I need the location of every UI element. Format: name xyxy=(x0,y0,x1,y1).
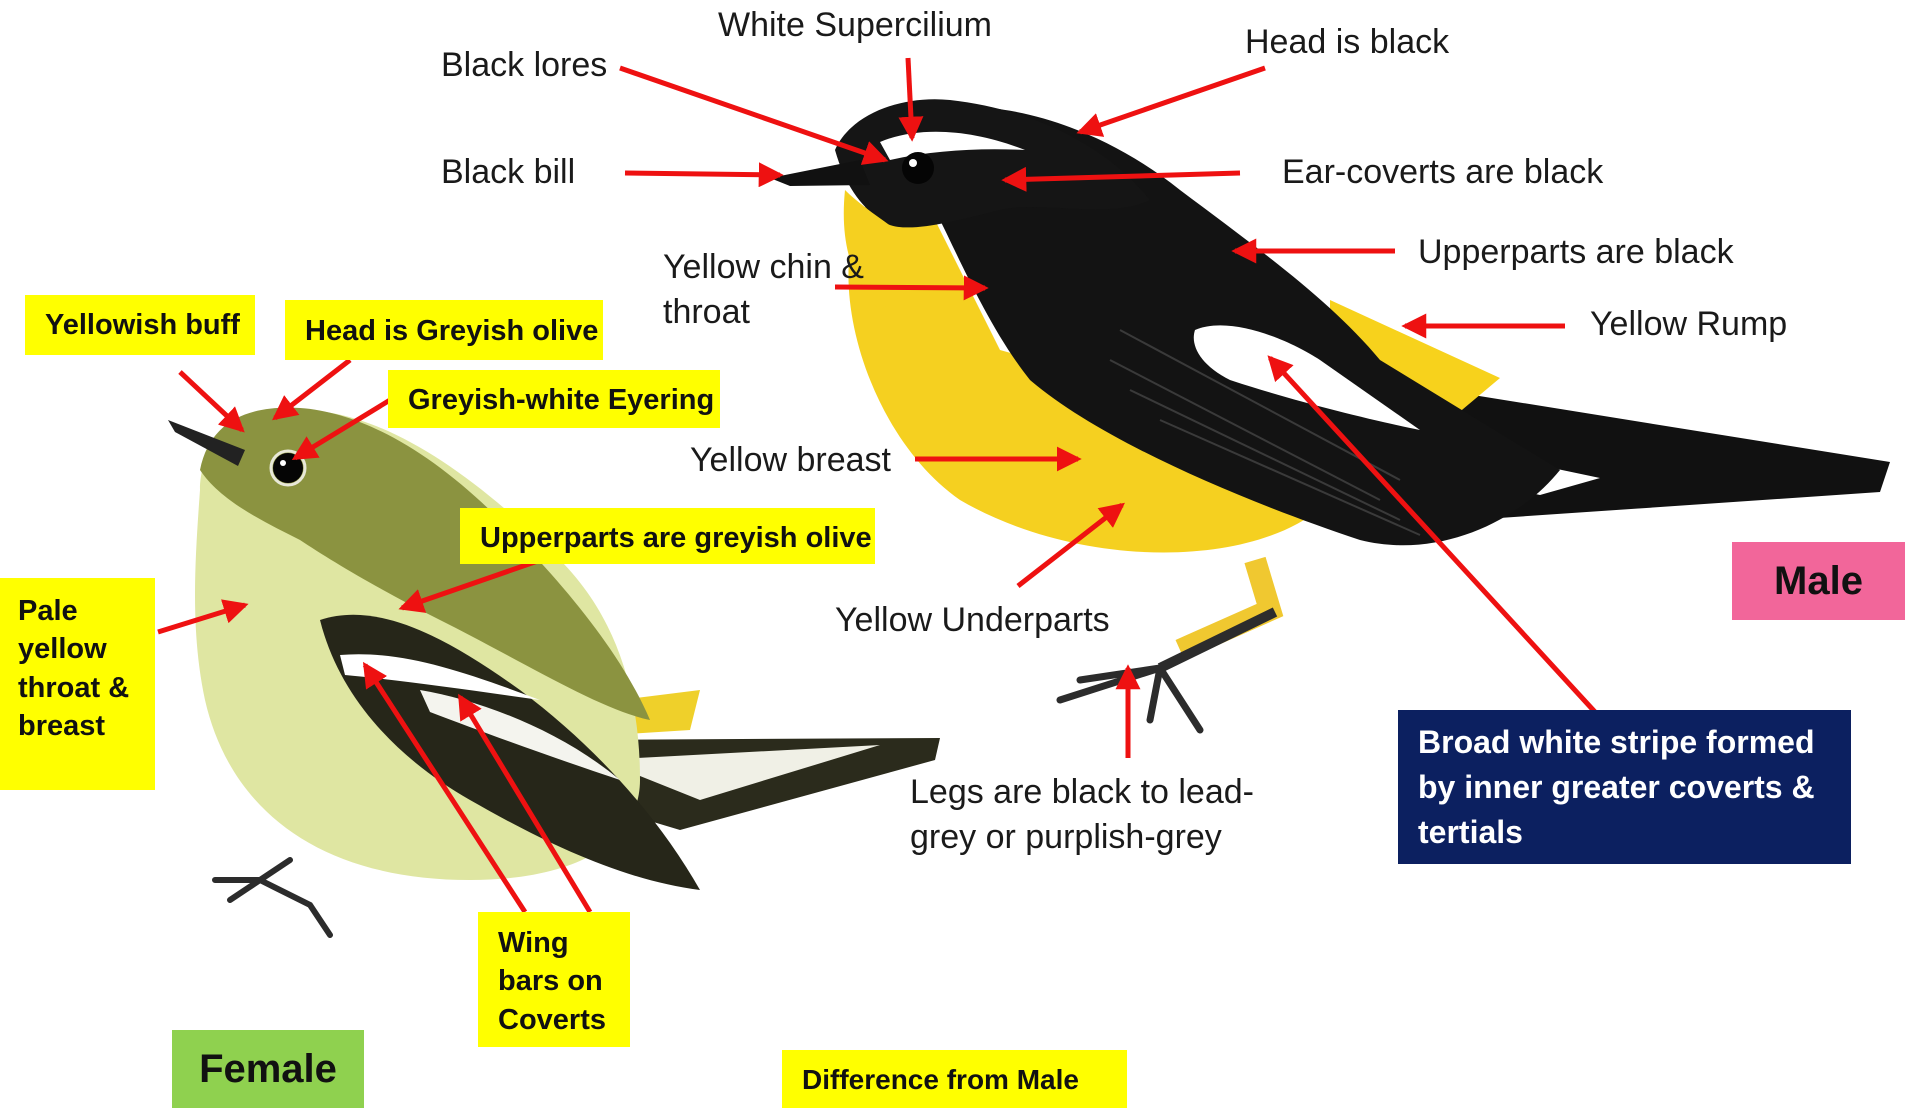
label-upperparts-black: Upperparts are black xyxy=(1418,230,1734,275)
box-pale-throat-line3: throat & xyxy=(18,669,137,707)
label-yellow-underparts: Yellow Underparts xyxy=(835,598,1110,643)
box-upperparts-olive: Upperparts are greyish olive xyxy=(460,508,875,564)
label-yellow-breast: Yellow breast xyxy=(690,438,891,483)
box-wing-bars-line1: Wing xyxy=(498,924,610,962)
box-wing-bars-line2: bars on xyxy=(498,962,610,1000)
note-white-stripe-line3: tertials xyxy=(1418,810,1831,855)
label-yellow-chin-line1: Yellow chin & xyxy=(663,245,864,290)
female-tag: Female xyxy=(172,1030,364,1108)
label-ear-coverts: Ear-coverts are black xyxy=(1282,150,1603,195)
arrow-yellowish-buff xyxy=(180,372,242,430)
label-head-black: Head is black xyxy=(1245,20,1449,65)
box-yellowish-buff: Yellowish buff xyxy=(25,295,255,355)
box-pale-throat-line4: breast xyxy=(18,707,137,745)
label-black-lores: Black lores xyxy=(441,43,607,88)
box-wing-bars-line3: Coverts xyxy=(498,1001,610,1039)
box-eyering: Greyish-white Eyering xyxy=(388,370,720,428)
label-legs-line2: grey or purplish-grey xyxy=(910,815,1222,860)
label-white-supercilium: White Supercilium xyxy=(718,3,992,48)
box-head-greyish-olive: Head is Greyish olive xyxy=(285,300,603,360)
arrow-head-black xyxy=(1080,68,1265,132)
arrow-black-lores xyxy=(620,68,885,160)
box-wing-bars: Wing bars on Coverts xyxy=(478,912,630,1047)
male-tag: Male xyxy=(1732,542,1905,620)
box-pale-throat-line2: yellow xyxy=(18,630,137,668)
note-white-stripe-line1: Broad white stripe formed xyxy=(1418,720,1831,765)
box-pale-throat: Pale yellow throat & breast xyxy=(0,578,155,790)
box-pale-throat-line1: Pale xyxy=(18,592,137,630)
arrow-head-olive xyxy=(275,360,350,418)
note-white-stripe-line2: by inner greater coverts & xyxy=(1418,765,1831,810)
label-yellow-rump: Yellow Rump xyxy=(1590,302,1787,347)
note-white-stripe: Broad white stripe formed by inner great… xyxy=(1398,710,1851,864)
legend-difference-from-male: Difference from Male xyxy=(782,1050,1127,1108)
label-legs-line1: Legs are black to lead- xyxy=(910,770,1254,815)
label-yellow-chin-line2: throat xyxy=(663,290,750,335)
label-black-bill: Black bill xyxy=(441,150,575,195)
arrow-black-bill xyxy=(625,173,780,175)
